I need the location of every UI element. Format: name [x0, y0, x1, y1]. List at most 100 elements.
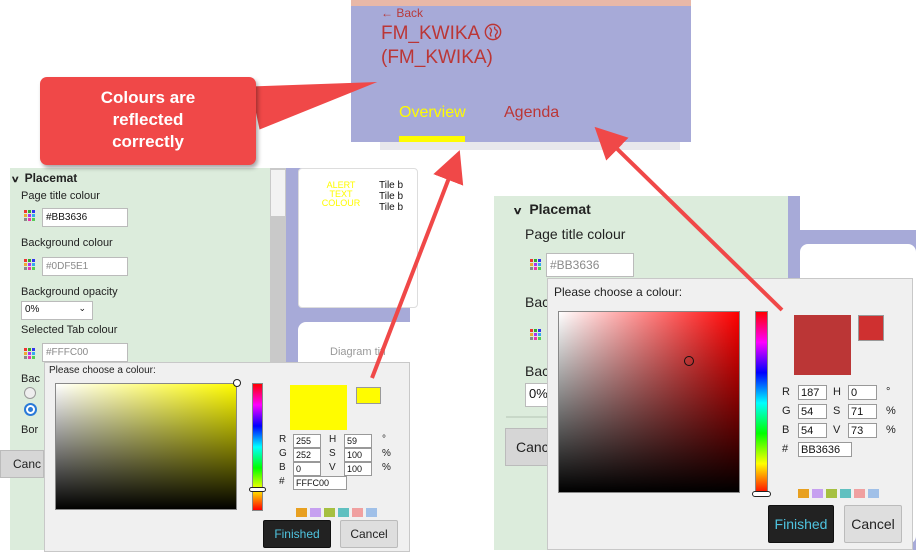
saturation-value-area[interactable]	[558, 311, 740, 493]
left-colour-picker: Please choose a colour: R H ° G S % B V …	[44, 362, 410, 552]
hue-slider-handle[interactable]	[249, 487, 266, 492]
colour-swatch-icon[interactable]	[24, 348, 35, 359]
hex-label: #	[279, 476, 285, 487]
preset-swatch[interactable]	[826, 489, 837, 498]
tile-preview-list: Tile b Tile b Tile b	[379, 180, 403, 213]
b-input[interactable]	[798, 423, 827, 438]
hex-input[interactable]	[798, 442, 852, 457]
percent-unit: %	[382, 462, 391, 473]
annotation-callout	[40, 77, 256, 165]
entity-header: ← Back FM_KWIKA (FM_KWIKA) Overview Agen…	[351, 0, 691, 142]
percent-unit: %	[886, 405, 896, 417]
percent-unit: %	[886, 424, 896, 436]
preset-swatch[interactable]	[324, 508, 335, 517]
tab-agenda[interactable]: Agenda	[504, 104, 560, 121]
left-scrollbar-thumb[interactable]	[271, 170, 285, 216]
colour-selector-handle[interactable]	[684, 356, 694, 366]
hex-input[interactable]	[293, 476, 347, 490]
page-title-colour-label: Page title colour	[525, 226, 626, 242]
globe-icon	[485, 23, 502, 41]
degree-unit: °	[886, 386, 891, 398]
header-content-strip	[380, 142, 680, 150]
section-title: Placemat	[24, 171, 78, 185]
preset-swatch[interactable]	[840, 489, 851, 498]
background-opacity-select[interactable]: 0% ⌄	[21, 301, 93, 320]
preset-swatch[interactable]	[812, 489, 823, 498]
arrow-to-agenda	[594, 126, 784, 312]
back-link[interactable]: ← Back	[381, 6, 424, 20]
page-title: FM_KWIKA (FM_KWIKA)	[381, 22, 681, 70]
r-input[interactable]	[293, 434, 321, 448]
right-colour-picker: Please choose a colour: R H ° G S % B V …	[547, 278, 913, 550]
partial-label: Bac	[21, 373, 40, 385]
v-label: V	[833, 424, 841, 436]
background-opacity-label: Background opacity	[21, 286, 118, 298]
callout-line: correctly	[112, 132, 184, 151]
r-input[interactable]	[798, 385, 827, 400]
colour-selector-handle[interactable]	[233, 379, 241, 387]
preset-swatch[interactable]	[296, 508, 307, 517]
saturation-value-area[interactable]	[55, 383, 237, 510]
v-input[interactable]	[848, 423, 877, 438]
new-colour-preview	[290, 385, 347, 430]
s-input[interactable]	[344, 448, 372, 462]
colour-swatch-icon[interactable]	[24, 210, 35, 221]
preset-swatch[interactable]	[366, 508, 377, 517]
cancel-button[interactable]: Cancel	[844, 505, 902, 543]
page-title-line1: FM_KWIKA	[381, 23, 480, 44]
b-label: B	[279, 462, 286, 473]
h-input[interactable]	[848, 385, 877, 400]
alert-text-preview: ALERT TEXT COLOUR	[315, 181, 367, 208]
radio-option[interactable]	[24, 387, 36, 399]
cancel-button[interactable]: Cancel	[340, 520, 398, 548]
partial-label: Bac	[525, 363, 550, 379]
old-colour-preview	[356, 387, 381, 404]
colour-swatch-icon[interactable]	[530, 329, 541, 340]
h-label: H	[833, 386, 841, 398]
r-label: R	[279, 434, 287, 445]
g-input[interactable]	[798, 404, 827, 419]
b-input[interactable]	[293, 462, 321, 476]
preset-swatch[interactable]	[310, 508, 321, 517]
h-input[interactable]	[344, 434, 372, 448]
preset-swatch[interactable]	[868, 489, 879, 498]
selected-tab-indicator	[399, 136, 465, 142]
colour-swatch-icon[interactable]	[530, 259, 541, 270]
finished-button[interactable]: Finished	[263, 520, 331, 548]
tab-overview[interactable]: Overview	[399, 104, 466, 121]
placemat-section-header[interactable]: ∨ Placemat	[10, 171, 78, 185]
page-title-colour-label: Page title colour	[21, 190, 100, 202]
s-input[interactable]	[848, 404, 877, 419]
cancel-button[interactable]: Canc	[505, 428, 555, 466]
preset-swatch[interactable]	[854, 489, 865, 498]
g-label: G	[279, 448, 287, 459]
preset-swatch[interactable]	[798, 489, 809, 498]
background-colour-label: Background colour	[21, 237, 113, 249]
page-title-colour-input[interactable]	[546, 253, 634, 277]
picker-prompt: Please choose a colour:	[49, 365, 156, 376]
partial-label: Bor	[21, 424, 39, 436]
hex-label: #	[782, 443, 789, 455]
callout-line: reflected	[112, 110, 184, 129]
page-title-colour-input[interactable]	[42, 208, 128, 227]
background-colour-input[interactable]	[42, 257, 128, 276]
g-input[interactable]	[293, 448, 321, 462]
preset-swatch[interactable]	[338, 508, 349, 517]
alert-line: TEXT	[329, 189, 353, 199]
finished-button[interactable]: Finished	[768, 505, 834, 543]
header-top-bar	[351, 0, 691, 6]
colour-swatch-icon[interactable]	[24, 259, 35, 270]
radio-option-selected[interactable]	[24, 403, 37, 416]
hue-slider-handle[interactable]	[752, 491, 771, 497]
hue-slider[interactable]	[252, 383, 263, 511]
placemat-section-header[interactable]: ∨Placemat	[512, 201, 591, 217]
opacity-value: 0%	[25, 304, 40, 315]
selected-tab-colour-input[interactable]	[42, 343, 128, 362]
chevron-down-icon: ∨	[10, 174, 20, 184]
preset-swatch[interactable]	[352, 508, 363, 517]
cancel-button[interactable]: Canc	[0, 450, 44, 478]
chevron-down-icon: ∨	[512, 206, 523, 217]
v-input[interactable]	[344, 462, 372, 476]
chevron-down-icon: ⌄	[78, 303, 86, 313]
